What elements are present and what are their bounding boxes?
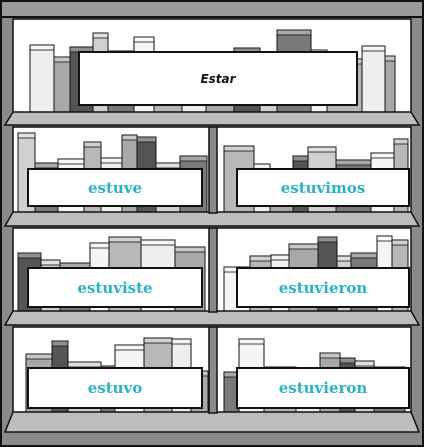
book-top: [18, 253, 41, 258]
book-top: [239, 339, 264, 344]
book-top: [172, 339, 191, 344]
book-top: [93, 33, 108, 38]
book-top: [175, 247, 205, 252]
book: [385, 56, 395, 112]
divider-row-1: [209, 127, 217, 213]
verb-title-label: Estar: [78, 51, 358, 106]
book-top: [90, 243, 109, 248]
shelf-board-1: [5, 112, 419, 125]
book-top: [289, 244, 318, 249]
label-estuvieron-1: estuvieron: [236, 267, 410, 308]
book-top: [371, 153, 394, 158]
book-top: [41, 260, 60, 265]
bookshelf-top-cap: [1, 1, 423, 17]
book-top: [30, 45, 54, 50]
book-top: [18, 133, 35, 138]
book-top: [351, 253, 377, 258]
book-top: [180, 156, 207, 161]
book-top: [320, 353, 340, 358]
book-top: [137, 137, 156, 142]
label-estuviste: estuviste: [27, 267, 203, 308]
book-top: [340, 358, 355, 363]
book-top: [355, 361, 374, 366]
label-estuvimos: estuvimos: [236, 168, 410, 207]
book-top: [115, 345, 144, 350]
book-top: [377, 236, 392, 241]
book-top: [84, 142, 101, 147]
book-top: [277, 30, 311, 35]
book-top: [336, 160, 371, 165]
book-top: [224, 146, 254, 151]
book: [54, 57, 70, 112]
book-top: [293, 156, 308, 161]
book-top: [392, 240, 408, 245]
shelf-board-2: [5, 212, 419, 226]
book-top: [58, 159, 84, 164]
shelf-board-4: [5, 412, 419, 432]
book-top: [144, 338, 172, 343]
shelf-board-3: [5, 311, 419, 325]
book-top: [362, 46, 385, 51]
book-top: [308, 147, 336, 152]
label-estuvieron-2: estuvieron: [236, 367, 410, 409]
book-top: [318, 237, 337, 242]
book-top: [337, 256, 351, 261]
book-top: [134, 37, 154, 42]
book: [362, 46, 385, 112]
book-top: [394, 139, 408, 144]
book-top: [385, 56, 395, 61]
book-top: [52, 341, 68, 346]
divider-row-3: [209, 327, 217, 413]
book-top: [141, 240, 175, 245]
book-top: [101, 158, 122, 163]
label-estuvo: estuvo: [27, 367, 203, 409]
center-dividers: [209, 127, 217, 413]
divider-row-2: [209, 228, 217, 312]
book-top: [271, 255, 289, 260]
book-top: [122, 135, 137, 140]
book: [30, 45, 54, 112]
book-top: [250, 256, 271, 261]
book-top: [54, 57, 70, 62]
book-top: [109, 237, 141, 242]
label-estuve: estuve: [27, 168, 203, 207]
book-top: [26, 354, 52, 359]
